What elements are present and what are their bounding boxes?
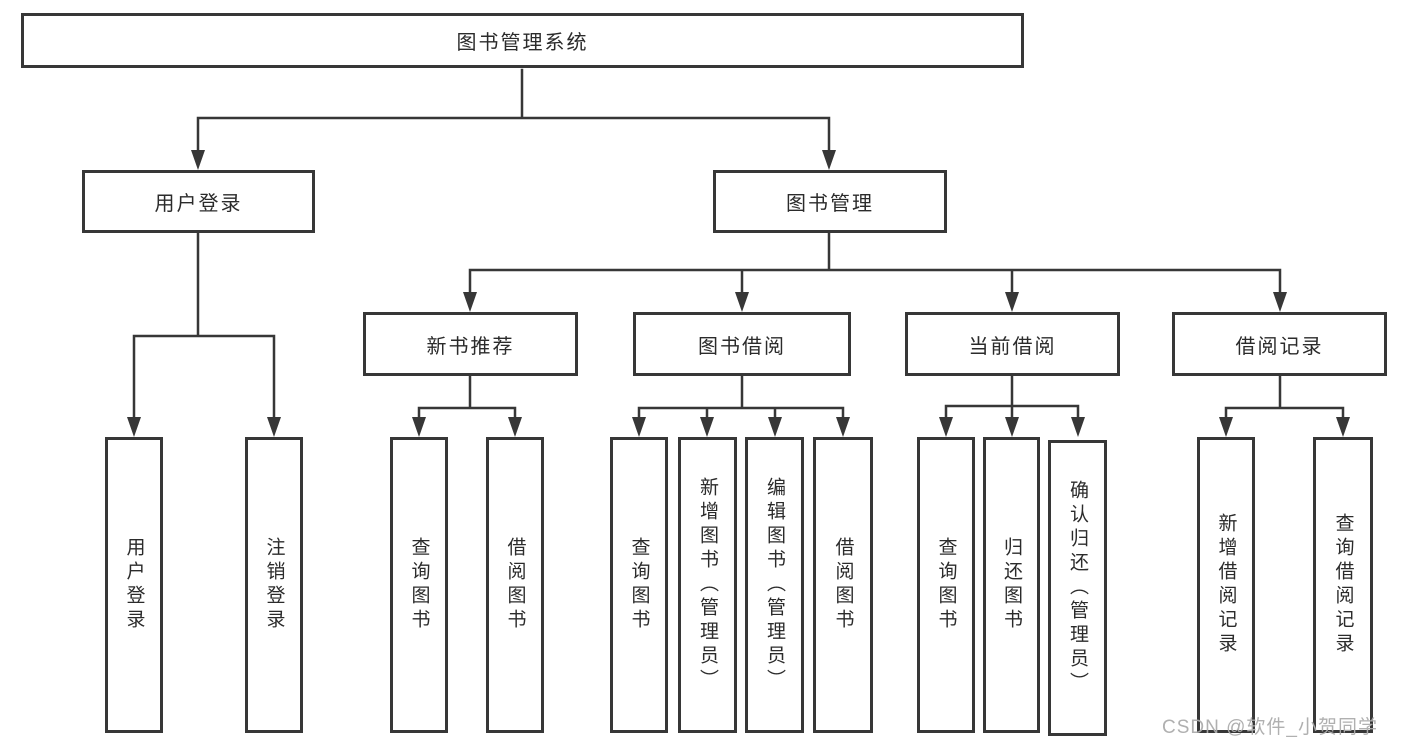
leaf-add-book-admin: 新增图书（管理员） [678,437,737,733]
leaf-edit-book-admin: 编辑图书（管理员） [745,437,804,733]
connector-records-children [1224,374,1345,421]
node-user-login: 用户登录 [82,170,315,233]
connector-userlogin-children [132,231,276,421]
leaf-query-books-borrowing: 查询图书 [610,437,668,733]
connector-newbook-children [417,374,517,421]
connector-currentborrow-children [944,374,1080,421]
arrowheads [127,150,1350,437]
leaf-borrow-books-borrowing: 借阅图书 [813,437,873,733]
leaf-logout: 注销登录 [245,437,303,733]
node-borrowing-records: 借阅记录 [1172,312,1387,376]
node-library-system: 图书管理系统 [21,13,1024,68]
leaf-add-borrow-record: 新增借阅记录 [1197,437,1255,733]
connector-bookmgmt-to-level3 [468,231,1282,296]
node-current-borrowing: 当前借阅 [905,312,1120,376]
leaf-return-books: 归还图书 [983,437,1040,733]
node-book-management: 图书管理 [713,170,947,233]
leaf-query-borrow-record: 查询借阅记录 [1313,437,1373,733]
connector-root-to-level2 [196,68,831,154]
watermark-text: CSDN @软件_小贺同学 [1162,717,1378,738]
connector-bookborrow-children [637,374,845,421]
leaf-query-books-current: 查询图书 [917,437,975,733]
node-book-borrowing: 图书借阅 [633,312,851,376]
node-new-book-recommend: 新书推荐 [363,312,578,376]
leaf-borrow-books-recommend: 借阅图书 [486,437,544,733]
leaf-user-login: 用户登录 [105,437,163,733]
leaf-confirm-return-admin: 确认归还（管理员） [1048,440,1107,736]
leaf-query-books-recommend: 查询图书 [390,437,448,733]
